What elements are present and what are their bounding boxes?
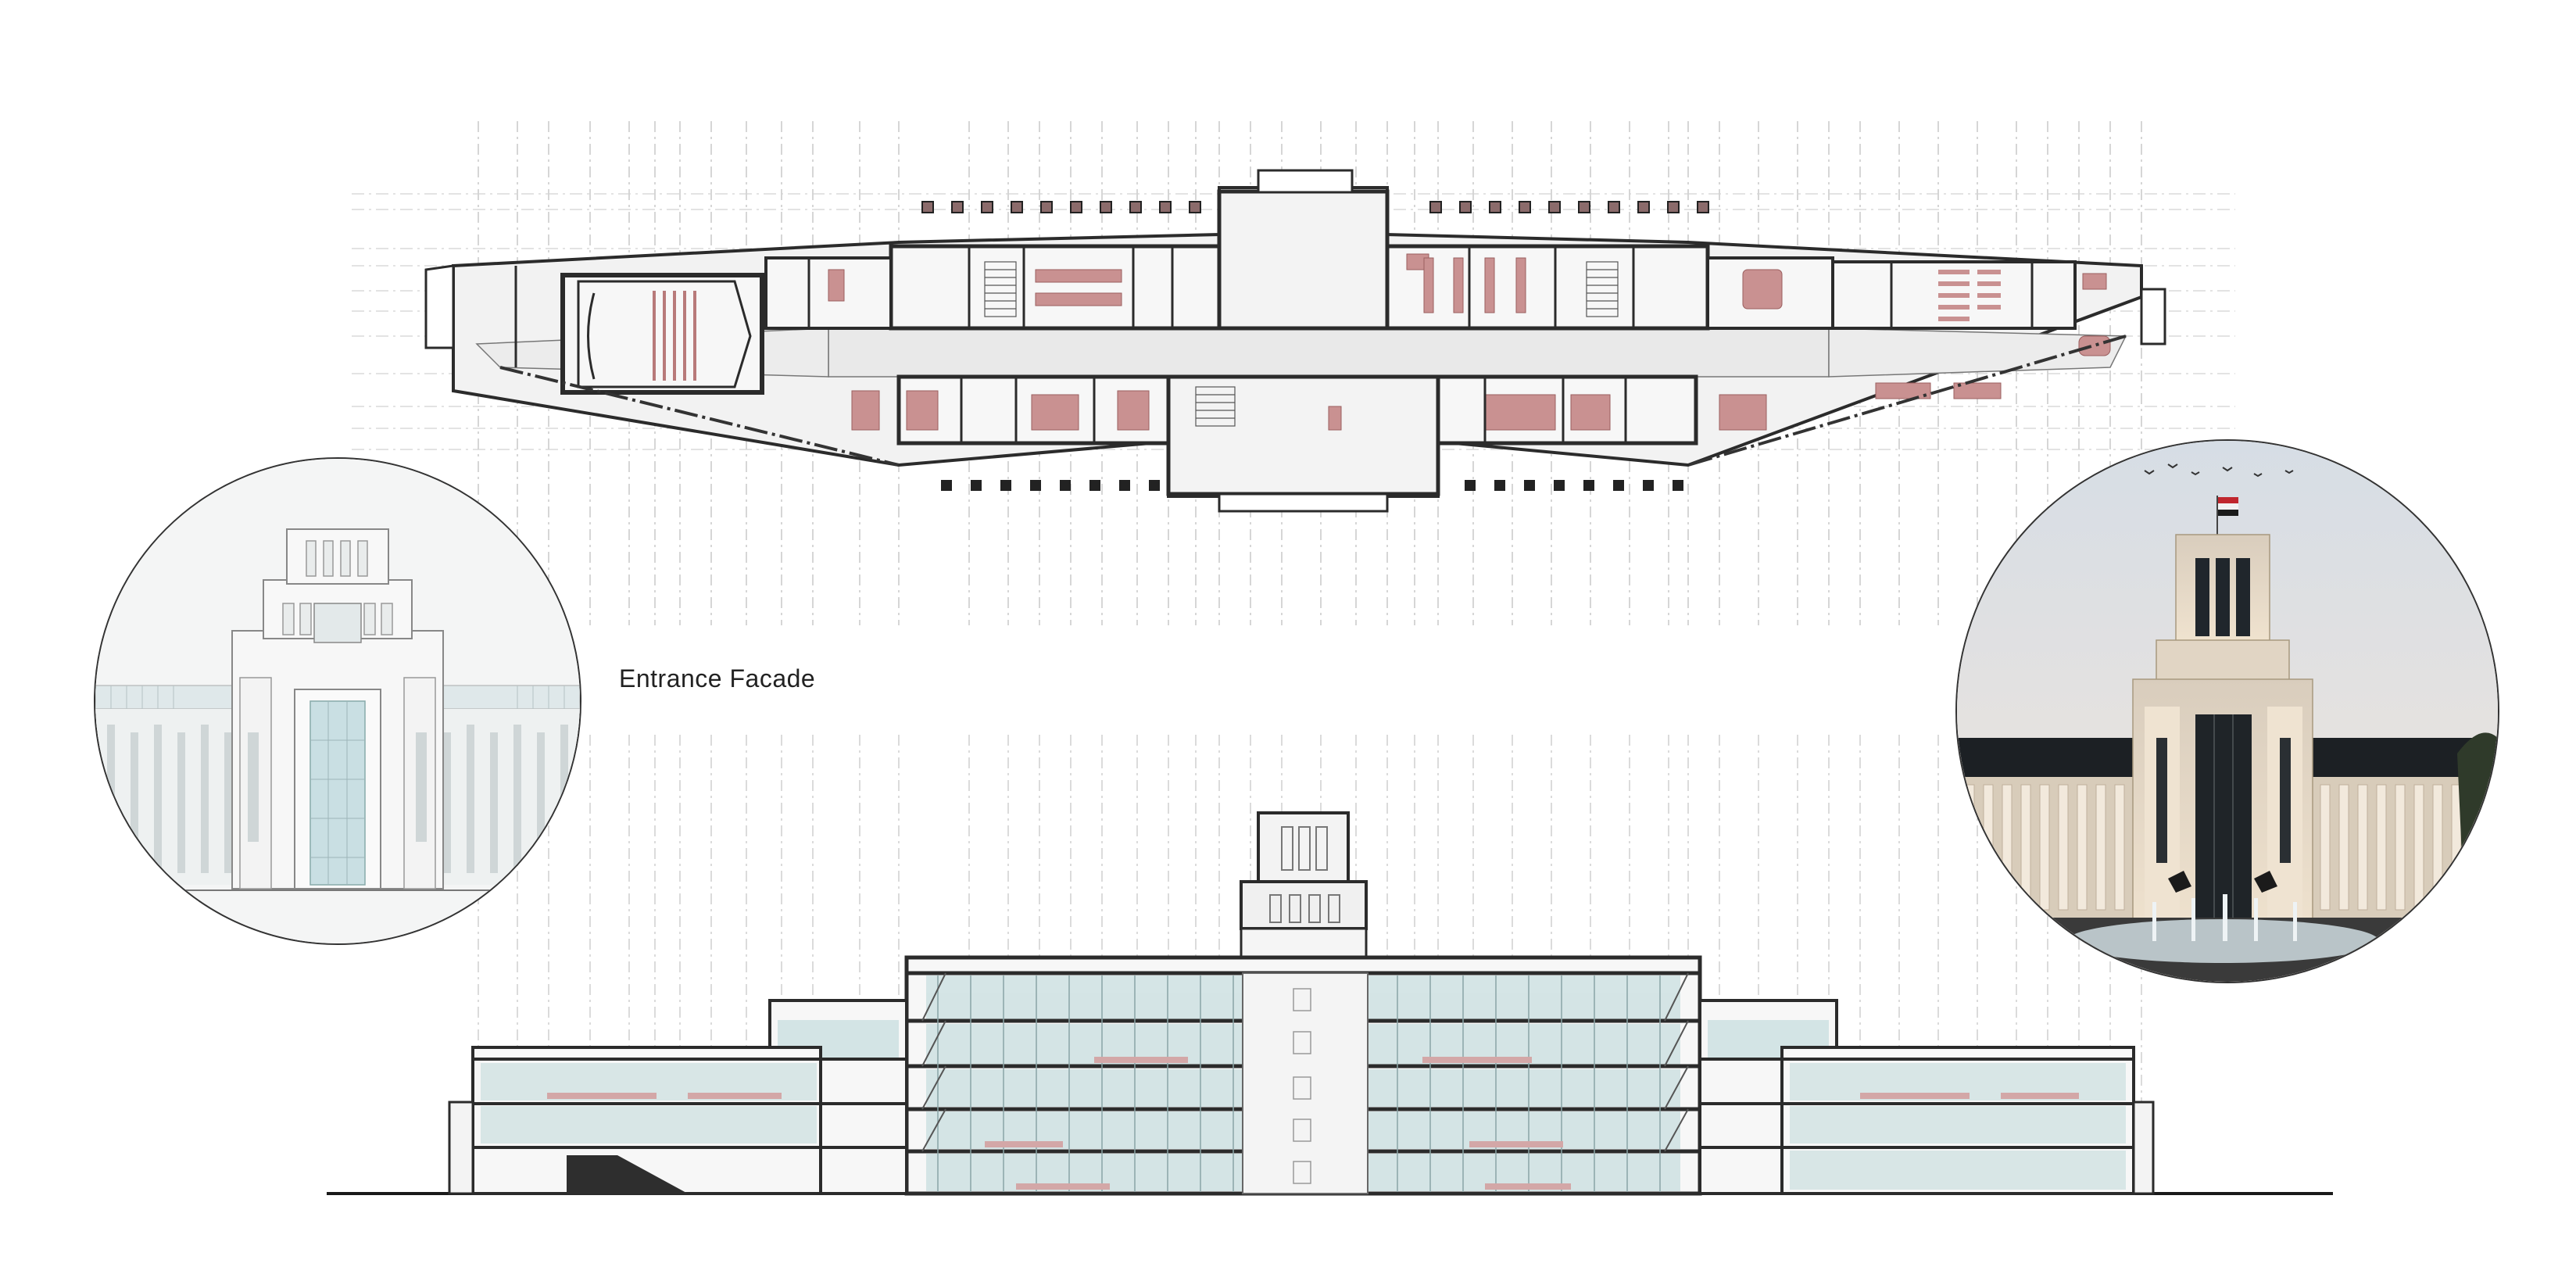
render-image — [1957, 441, 2498, 982]
facade-render-inset — [1955, 439, 2499, 983]
columns-top — [921, 201, 1709, 213]
floor-plan — [424, 169, 2166, 513]
building-section — [327, 811, 2333, 1196]
entrance-facade-caption: Entrance Facade — [619, 664, 816, 693]
stairs — [984, 261, 1619, 427]
facade-elevation-inset — [94, 457, 581, 945]
auditorium-seats — [653, 291, 696, 381]
elevation-drawing — [95, 459, 580, 943]
furniture — [828, 253, 2111, 431]
columns-bottom — [941, 480, 1683, 491]
